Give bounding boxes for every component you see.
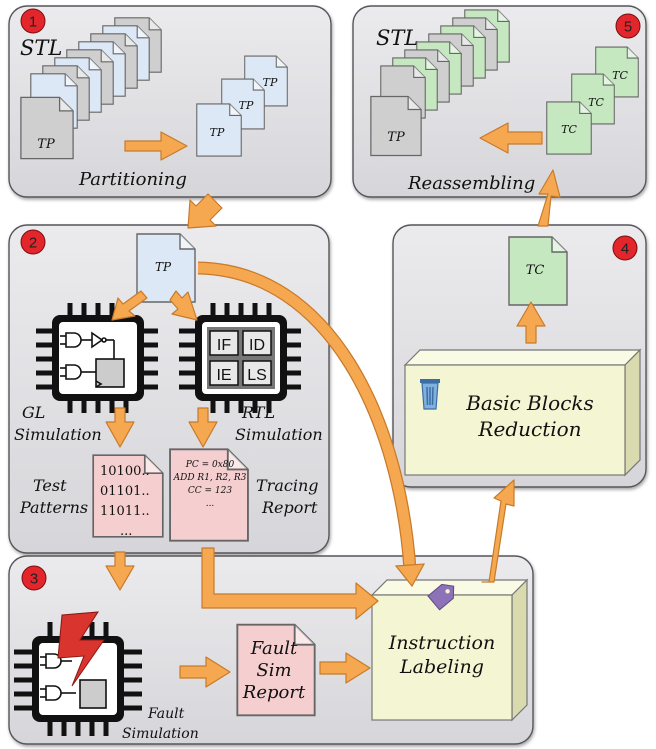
svg-text:1: 1 [29, 14, 37, 31]
tc-doc-label-1: TC [612, 69, 628, 82]
rtl-chip-icon: IF ID IE LS [179, 303, 301, 413]
arrow-tp-to-labeling [197, 261, 426, 588]
arrow-fault-to-report [179, 656, 231, 688]
report-line-2: Sim [256, 660, 291, 681]
arrow-rtl-to-trace [188, 407, 218, 448]
trace-line-4: ... [206, 499, 215, 509]
svg-text:4: 4 [621, 241, 629, 258]
fault-sim-report-doc: Fault Sim Report [236, 623, 316, 717]
partition-doc-label-2: TP [239, 99, 254, 112]
fault-sim-caption-line1: Fault [147, 706, 185, 722]
test-patterns-doc: 10100.. 01101.. 11011.. ... [92, 454, 164, 539]
step-badge-1: 1 [20, 8, 46, 34]
rtl-cell-ls: LS [247, 367, 267, 384]
test-patterns-caption-line2: Patterns [19, 498, 88, 517]
arrow-patterns-to-fault [105, 551, 135, 591]
test-chunk-docs: TC TC TC [546, 46, 639, 155]
pattern-line-4: ... [120, 524, 132, 539]
panel5-title: STL [376, 26, 418, 50]
tag-icon [427, 583, 455, 611]
tracing-caption-line2: Report [261, 498, 318, 517]
trace-line-2: ADD R1, R2, R3 [173, 473, 247, 483]
trace-line-1: PC = 0x80 [185, 460, 235, 470]
lightning-fault-icon [57, 611, 105, 687]
rtl-cell-id: ID [249, 337, 265, 354]
arrow-tp-to-rtl [169, 290, 198, 321]
tracing-report-doc: PC = 0x80 ADD R1, R2, R3 CC = 123 ... [169, 448, 249, 542]
svg-text:TP: TP [155, 260, 172, 274]
partitioned-docs: TP TP TP [196, 55, 288, 157]
trash-bin-icon [420, 379, 440, 410]
svg-text:TC: TC [526, 263, 545, 278]
report-line-1: Fault [250, 638, 298, 659]
partition-doc-label-3: TP [210, 126, 225, 139]
panel-simulation [8, 224, 330, 554]
svg-text:3: 3 [30, 571, 38, 588]
arrow-tp-to-gl [111, 290, 148, 321]
svg-text:5: 5 [624, 19, 632, 36]
partitioning-caption: Partitioning [78, 169, 187, 190]
step-badge-4: 4 [612, 235, 638, 261]
arrow-labeling-to-reduction [481, 479, 515, 583]
arrow-partition [124, 131, 188, 161]
arrow-reduction-to-tc [516, 301, 546, 344]
trace-line-3: CC = 123 [188, 486, 232, 496]
reduction-line-1: Basic Blocks [465, 391, 594, 415]
step-badge-3: 3 [21, 565, 47, 591]
labeling-line-1: Instruction [388, 632, 495, 654]
reassembling-caption: Reassembling [407, 173, 535, 194]
arrow-tc-to-reassembling [537, 169, 561, 227]
panel1-title: STL [20, 36, 62, 60]
svg-text:2: 2 [29, 235, 37, 252]
step-badge-5: 5 [615, 13, 641, 39]
stl-doc-label: TP [37, 137, 55, 152]
partition-doc-label-1: TP [263, 76, 278, 89]
arrow-to-simulation [187, 193, 223, 229]
tc-doc-label-2: TC [588, 96, 604, 109]
reduction-line-2: Reduction [477, 417, 581, 441]
gl-caption-line2: Simulation [14, 425, 102, 444]
rtl-caption-line1: RTL [241, 403, 275, 422]
report-line-3: Report [242, 682, 306, 703]
labeling-line-2: Labeling [399, 656, 484, 678]
tc-output-doc: TC [508, 236, 568, 306]
test-patterns-caption-line1: Test [33, 476, 67, 495]
pattern-line-3: 11011.. [100, 504, 150, 519]
arrow-trace-to-labeling [201, 547, 379, 620]
flow-arrows [105, 122, 561, 688]
gl-caption-line1: GL [22, 403, 45, 422]
rtl-cell-ie: IE [216, 367, 231, 384]
arrow-gl-to-patterns [105, 407, 135, 448]
basic-blocks-reduction-box: Basic Blocks Reduction [403, 348, 642, 477]
arrow-reassemble [479, 122, 543, 154]
pattern-line-2: 01101.. [100, 484, 150, 499]
rtl-cell-if: IF [217, 337, 231, 354]
gl-chip-icon [36, 303, 158, 413]
arrow-report-to-labeling [319, 652, 371, 684]
reassembled-doc-label: TP [387, 130, 405, 145]
pattern-line-1: 10100.. [100, 464, 150, 479]
step-badge-2: 2 [20, 229, 46, 255]
tracing-caption-line1: Tracing [256, 476, 318, 495]
tp-input-doc: TP [136, 233, 196, 303]
fault-sim-caption-line2: Simulation [122, 726, 199, 742]
tc-doc-label-3: TC [561, 123, 577, 136]
rtl-caption-line2: Simulation [235, 425, 323, 444]
